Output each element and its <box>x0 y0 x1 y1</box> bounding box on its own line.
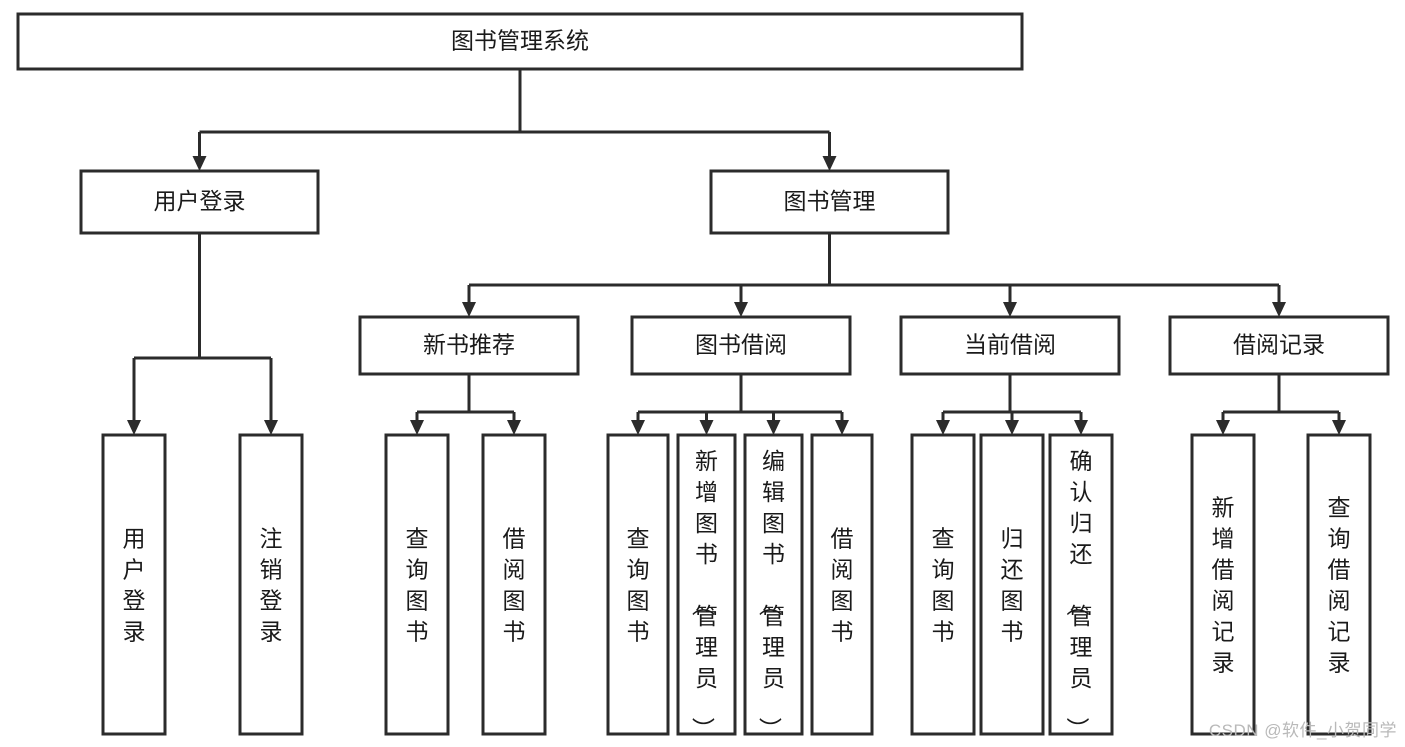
node-book-borrow[interactable]: 图书借阅 <box>630 315 852 376</box>
node-leaf-cur-confirm[interactable]: 确认归还（管理员） <box>1048 433 1114 740</box>
node-leaf-user-login[interactable]: 用户登录 <box>101 433 167 736</box>
edge-group-current_borrow <box>936 374 1088 435</box>
node-current-borrow[interactable]: 当前借阅 <box>899 315 1121 376</box>
node-label: 图书管理 <box>784 188 876 214</box>
node-layer: 图书管理系统用户登录图书管理新书推荐图书借阅当前借阅借阅记录用户登录注销登录查询… <box>16 12 1390 740</box>
node-leaf-rec-borrow[interactable]: 借阅图书 <box>481 433 547 736</box>
node-user-login[interactable]: 用户登录 <box>79 169 320 235</box>
node-leaf-brw-add[interactable]: 新增图书（管理员） <box>676 433 737 740</box>
node-label: 借阅图书 <box>831 526 854 645</box>
node-leaf-rec-add[interactable]: 新增借阅记录 <box>1190 433 1256 736</box>
node-label: 新增借阅记录 <box>1212 495 1235 676</box>
edge-group-root <box>192 69 837 171</box>
edge-group-user_login <box>127 233 278 435</box>
connector-layer <box>127 69 1346 435</box>
node-leaf-rec-search[interactable]: 查询借阅记录 <box>1306 433 1372 736</box>
node-label: 借阅图书 <box>503 526 526 645</box>
csdn-watermark: CSDN @软件_小贺同学 <box>1208 721 1397 740</box>
node-borrow-record[interactable]: 借阅记录 <box>1168 315 1390 376</box>
node-leaf-rec-query[interactable]: 查询图书 <box>384 433 450 736</box>
node-leaf-cur-query[interactable]: 查询图书 <box>910 433 976 736</box>
node-label: 确认归还（管理员） <box>1065 448 1093 740</box>
node-label: 归还图书 <box>1001 526 1024 645</box>
node-label: 查询借阅记录 <box>1328 495 1351 676</box>
node-label: 注销登录 <box>260 526 283 645</box>
node-leaf-brw-edit[interactable]: 编辑图书（管理员） <box>743 433 804 740</box>
node-leaf-brw-borrow[interactable]: 借阅图书 <box>810 433 874 736</box>
node-root[interactable]: 图书管理系统 <box>16 12 1024 71</box>
node-label: 用户登录 <box>123 526 146 645</box>
node-label: 用户登录 <box>154 188 246 214</box>
node-new-book-rec[interactable]: 新书推荐 <box>358 315 580 376</box>
node-label: 查询图书 <box>932 526 955 645</box>
node-label: 当前借阅 <box>964 332 1056 358</box>
node-label: 图书管理系统 <box>451 28 589 54</box>
node-label: 编辑图书（管理员） <box>757 448 785 740</box>
edge-group-book_borrow <box>631 374 849 435</box>
node-label: 新书推荐 <box>423 332 515 358</box>
node-label: 查询图书 <box>627 526 650 645</box>
node-leaf-cur-return[interactable]: 归还图书 <box>979 433 1045 736</box>
node-label: 借阅记录 <box>1233 332 1325 358</box>
edge-group-new_book_rec <box>410 374 521 435</box>
node-book-manage[interactable]: 图书管理 <box>709 169 950 235</box>
edge-group-borrow_record <box>1216 374 1346 435</box>
edge-group-book_manage <box>462 233 1286 317</box>
node-label: 图书借阅 <box>695 332 787 358</box>
node-leaf-brw-query[interactable]: 查询图书 <box>606 433 670 736</box>
node-label: 新增图书（管理员） <box>690 448 718 740</box>
node-label: 查询图书 <box>406 526 429 645</box>
node-leaf-user-logout[interactable]: 注销登录 <box>238 433 304 736</box>
